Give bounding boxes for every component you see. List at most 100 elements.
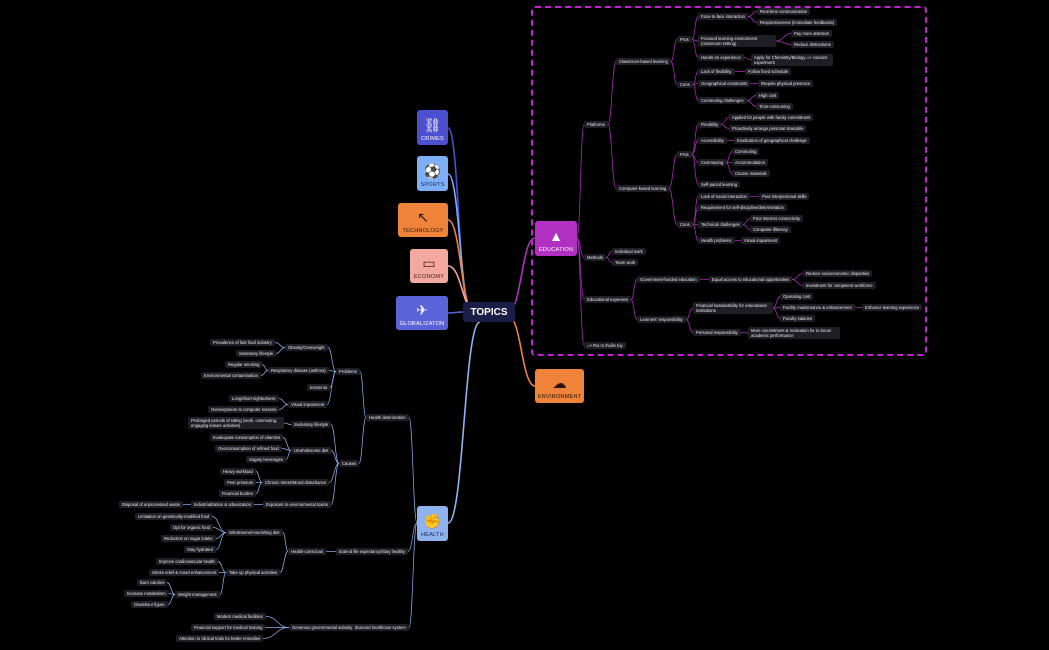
node-e-fx[interactable]: Flexibility [698,121,722,128]
node-e-lit[interactable]: Computer-illiteracy [750,226,791,233]
node-e-phys[interactable]: Require physical presence [758,80,814,87]
node-h-str[interactable]: Chronic stress/Mood disturbance [262,479,330,486]
node-h-hyd[interactable]: Stay hydrated [184,546,216,553]
topic-health[interactable]: ✊HEALTH [417,506,448,541]
node-e-cost[interactable]: Cost-saving [698,159,727,166]
node-e-net[interactable]: Poor internet connectivity [750,215,804,222]
node-h-adv[interactable]: Advanced healthcare system [349,624,409,631]
topic-globalization[interactable]: ✈GLOBALIZATON [396,296,448,330]
node-h-card[interactable]: Improve cardiovascular health [156,558,218,565]
node-h-ob[interactable]: Obesity/Overweight [285,344,328,351]
node-e-focus[interactable]: Focused learning environment (classroom … [698,35,776,47]
topic-education[interactable]: ▲EDUCATION [535,221,577,256]
node-e-hands[interactable]: Hands-on experience [698,54,744,61]
node-h-met[interactable]: Increase metabolism [124,590,169,597]
node-h-sugi[interactable]: Reduction on sugar intake [161,535,216,542]
node-h-sit[interactable]: Prolonged periods of sitting (work, comm… [188,417,284,429]
node-h-expo[interactable]: Exposure to environmental toxins [263,501,331,508]
root-topic[interactable]: TOPICS [463,302,515,322]
node-h-sug[interactable]: Sugary beverages [246,456,286,463]
node-h-ff[interactable]: Prevalence of fast food industry [210,339,275,346]
node-h-sub[interactable]: Generous governmental subsidy [289,624,356,631]
node-e-inter[interactable]: Poor interpersonal skills [759,193,810,200]
node-h-vis[interactable]: Visual impairment [288,401,328,408]
node-e-accom[interactable]: Accommodation [732,159,769,166]
node-h-sed2[interactable]: Sedentary lifestyle [291,421,332,428]
node-e-att[interactable]: Pay more attention [791,30,833,37]
node-h-trn[interactable]: Financial support for medical training [191,624,266,631]
node-e-chem[interactable]: Apply for Chemistry/Biology => conduct e… [751,54,833,66]
node-e-soc[interactable]: Lack of social interaction [698,193,750,200]
node-e-high[interactable]: High cost [756,92,780,99]
node-e-pers[interactable]: Personal responsibility [693,329,741,336]
node-e-fixed[interactable]: Follow fixed schedule [745,68,792,75]
node-e-enh[interactable]: Enhance learning experience [862,304,923,311]
node-e-time[interactable]: Time-consuming [756,103,793,110]
node-h-disp[interactable]: Disposal of unprocessed waste [119,501,183,508]
node-e-comt[interactable]: More commitment & motivation for to boos… [748,327,840,339]
node-h-vit[interactable]: Inadequate consumption of vitamins [210,434,284,441]
node-e-eq[interactable]: Equal access to educational opportunitie… [709,276,793,283]
node-e-resp[interactable]: Responsiveness (immediate feedbacks) [757,19,838,26]
node-e-tech[interactable]: Technical challenges [698,221,743,228]
node-e-exp[interactable]: Educational expenses [584,296,631,303]
node-h-org[interactable]: Opt for organic food [170,524,214,531]
node-e-ind[interactable]: Individual work [612,248,646,255]
node-e-cm2[interactable]: Commuting [732,148,760,155]
node-e-work[interactable]: Investment for competent workforce [803,282,876,289]
node-e-meth[interactable]: Methods [584,254,607,261]
node-e-hp[interactable]: Health problems [698,237,735,244]
node-h-scr[interactable]: Overexposure to computer screens [208,406,280,413]
node-h-cons[interactable]: Health-conscious [288,548,327,555]
node-h-peer[interactable]: Peer pressure [224,479,257,486]
node-e-soci[interactable]: Reduce socioeconomic disparities [803,270,873,277]
node-e-erad[interactable]: Eradication of geographical challenge [734,137,810,144]
node-h-wl[interactable]: Heavy workload [220,468,256,475]
node-h-lim[interactable]: Limitation on genetically-modified food [135,513,213,520]
node-h-unw[interactable]: Unwholesome diet [291,447,332,454]
node-h-resp[interactable]: Respiratory disease (asthma) [268,367,329,374]
topic-technology[interactable]: ↖TECHNOLOGY [398,203,448,237]
node-h-cal[interactable]: Burn calories [137,579,168,586]
node-e-fam[interactable]: Applied for people with family commitmen… [729,114,814,121]
topic-sports[interactable]: ⚽SPORTS [417,156,448,191]
node-h-mood[interactable]: Stress relief & mood enhancement [149,569,220,576]
node-e-comm[interactable]: Commuting challenges [698,97,747,104]
node-e-comp[interactable]: Computer-based learning [616,185,670,192]
topic-economy[interactable]: ▭ECONOMY [410,249,448,283]
node-e-rt[interactable]: Real-time communication [757,8,811,15]
node-e-geo[interactable]: Geographical constraints [698,80,751,87]
node-h-prob[interactable]: Problems [336,368,360,375]
node-h-whole[interactable]: Wholesome/nourishing diet [226,529,283,536]
node-e-cons[interactable]: Cons [677,81,693,88]
topic-environment[interactable]: ☁ENVIRONMENT [535,369,584,403]
node-h-ins[interactable]: Insomnia [307,384,330,391]
node-h-fin[interactable]: Financial burden [219,490,256,497]
node-h-ind[interactable]: Industrialization & urbanization [191,501,255,508]
node-e-ccons[interactable]: Cons [677,221,693,228]
node-h-tri[interactable]: Attention to clinical trials for better … [176,635,264,642]
node-h-smk[interactable]: Regular smoking [225,361,263,368]
node-e-fac[interactable]: Facility maintenance & enhancement [780,304,855,311]
node-e-sus[interactable]: Financial sustainability for educational… [693,302,773,314]
node-e-roi[interactable]: => Roi ro thuần túy [584,342,626,349]
node-h-ref[interactable]: Overconsumption of refined food [215,445,282,452]
node-e-plat[interactable]: Platforms [584,121,608,128]
node-h-sight[interactable]: Long/short-sightedness [229,395,279,402]
node-e-learn[interactable]: Learners' responsibility [637,316,686,323]
node-e-pros[interactable]: Pros [677,36,692,43]
node-e-dist[interactable]: Reduce distractions [791,41,834,48]
node-e-flex[interactable]: Lack of flexibility [698,68,735,75]
node-h-fac[interactable]: Modern medical facilities [214,613,266,620]
node-h-det[interactable]: Health deterioration [366,414,409,421]
node-h-ext[interactable]: Extend life expectancy/Stay healthy [336,548,409,555]
node-e-tt[interactable]: Proactively arrange personal timetable [729,125,807,132]
node-e-mat[interactable]: Course materials [732,170,770,177]
node-h-sed1[interactable]: Sedentary lifestyle [236,350,277,357]
node-e-sal[interactable]: Faculty salaries [780,315,816,322]
node-e-acc[interactable]: Accessibility [698,137,727,144]
node-e-team[interactable]: Team work [612,259,639,266]
node-e-cpros[interactable]: Pros [677,151,692,158]
node-h-causes[interactable]: Causes [339,460,360,467]
node-e-self[interactable]: Self-paced learning [698,181,741,188]
